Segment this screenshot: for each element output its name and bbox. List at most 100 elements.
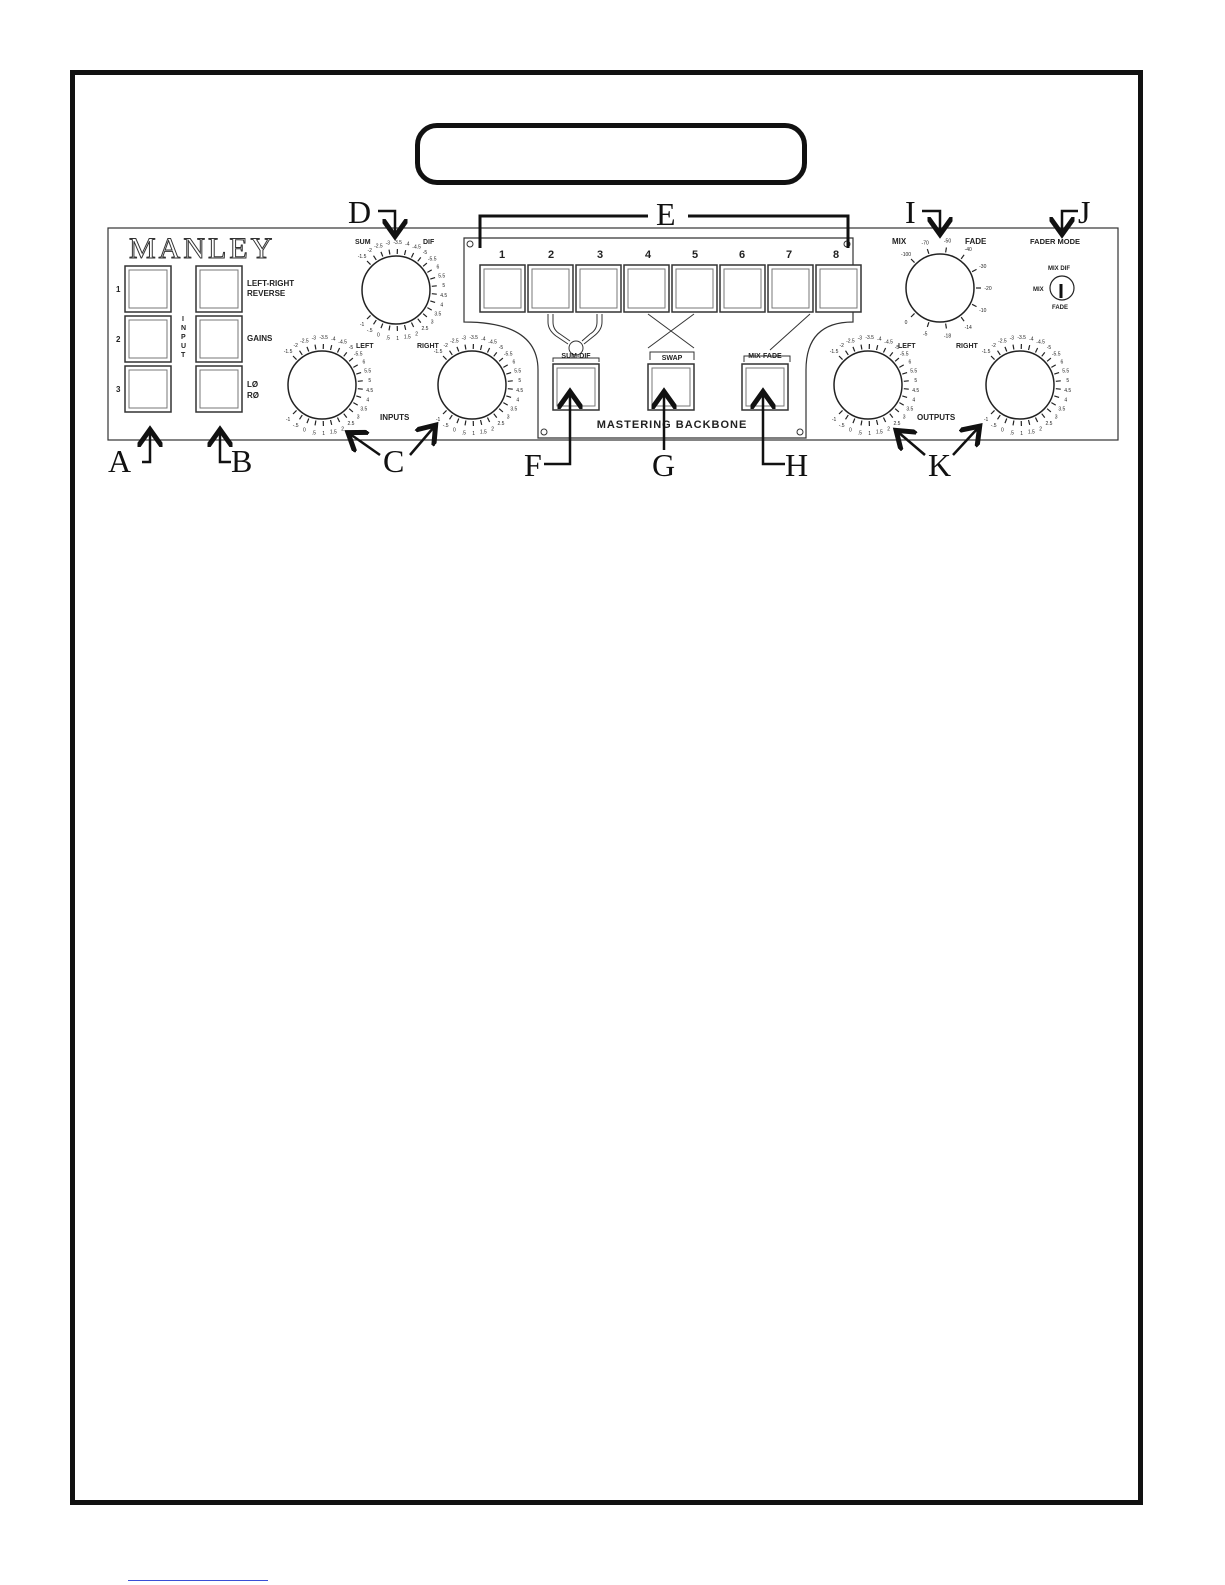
scale-label: -.5 — [443, 423, 449, 429]
input-2-left-button[interactable] — [124, 315, 172, 363]
scale-label: 6 — [362, 359, 365, 365]
scale-tick — [353, 364, 359, 368]
scale-tick — [486, 417, 491, 423]
input-3-left-button[interactable] — [124, 365, 172, 413]
insert-3-button[interactable] — [575, 264, 622, 313]
scale-tick — [373, 319, 377, 325]
brand-logo: MANLEY — [129, 232, 275, 265]
phase-label: RØ — [247, 391, 259, 400]
insert-4-button[interactable] — [623, 264, 670, 313]
input-knobs: -1.5-2-2.5-3-3.5-4-4.5-5-5.565.554.543.5… — [284, 335, 524, 437]
scale-tick — [493, 351, 498, 357]
insert-5-button[interactable] — [671, 264, 718, 313]
mix-scale: -100-70-50-40-30-20-10-14-18-50 — [901, 239, 992, 340]
gains-button[interactable] — [195, 315, 243, 363]
scale-label: 2 — [415, 331, 418, 337]
insert-8-button[interactable] — [815, 264, 862, 313]
mix-fade-button[interactable] — [741, 363, 789, 411]
insert-number: 1 — [499, 249, 505, 261]
scale-label: -4 — [481, 336, 486, 342]
scale-label: -3.5 — [1017, 335, 1026, 341]
scale-tick — [997, 414, 1001, 420]
scale-label: 1 — [396, 336, 399, 342]
scale-label: 0 — [453, 428, 456, 434]
scale-label: -3.5 — [865, 335, 874, 341]
scale-label: 5 — [442, 283, 445, 289]
scale-tick — [348, 408, 354, 413]
scale-tick — [417, 318, 422, 324]
insert-2-button[interactable] — [527, 264, 574, 313]
scale-label: -1.5 — [358, 254, 367, 260]
scale-label: 5.5 — [1062, 368, 1069, 374]
gains-label: GAINS — [247, 334, 273, 343]
scale-label: -.5 — [991, 423, 997, 429]
input-buttons-column-a — [124, 265, 172, 413]
scale-tick — [990, 355, 995, 360]
sum-dif-button[interactable] — [552, 363, 600, 411]
scale-label: 1 — [322, 431, 325, 437]
scale-label: 5 — [914, 378, 917, 384]
scale-tick — [902, 372, 908, 375]
scale-label: -3 — [312, 336, 317, 342]
scale-label: -30 — [979, 264, 986, 270]
scale-label: -100 — [901, 252, 911, 258]
scale-label: -5 — [499, 345, 504, 351]
scale-tick — [1041, 351, 1046, 357]
phase-invert-button[interactable] — [195, 365, 243, 413]
scale-tick — [1027, 419, 1031, 425]
scale-tick — [945, 323, 948, 329]
input-1-left-button[interactable] — [124, 265, 172, 313]
scale-label: -3.5 — [319, 335, 328, 341]
sum-dif-knob[interactable] — [361, 255, 431, 325]
output-left-knob[interactable] — [833, 350, 903, 420]
scale-label: -1.5 — [982, 349, 991, 355]
scale-tick — [860, 420, 863, 426]
scale-label: 4.5 — [440, 293, 447, 299]
scale-label: 4 — [912, 398, 915, 404]
input-buttons-column-b — [195, 265, 243, 413]
scale-label: -.5 — [367, 328, 373, 334]
insert-1-button[interactable] — [479, 264, 526, 313]
scale-tick — [894, 408, 900, 413]
scale-label: 1.5 — [876, 430, 883, 436]
mix-knob[interactable] — [905, 253, 975, 323]
callout-k: K — [928, 447, 951, 483]
input-left-knob[interactable] — [287, 350, 357, 420]
insert-6-button[interactable] — [719, 264, 766, 313]
svg-text:I: I — [182, 316, 184, 323]
page-border — [70, 70, 1143, 1505]
scale-label: -2.5 — [450, 338, 459, 344]
scale-label: 4 — [516, 398, 519, 404]
scale-tick — [410, 252, 415, 258]
scale-tick — [860, 344, 863, 350]
insert-7-button[interactable] — [767, 264, 814, 313]
scale-label: -10 — [979, 308, 986, 314]
output-right-knob[interactable] — [985, 350, 1055, 420]
scale-label: 4.5 — [516, 388, 523, 394]
fader-mode-title: FADER MODE — [1030, 237, 1080, 246]
scale-label: -5 — [895, 345, 900, 351]
scale-tick — [1055, 380, 1061, 382]
scale-label: 6 — [512, 359, 515, 365]
insert-buttons: 1 2 3 4 5 6 7 8 — [479, 249, 862, 313]
output-right-scale: -1.5-2-2.5-3-3.5-4-4.5-5-5.565.554.543.5… — [982, 335, 1072, 437]
scale-label: -18 — [944, 333, 951, 339]
scale-tick — [1034, 347, 1039, 353]
scale-tick — [343, 413, 348, 419]
scale-label: -4 — [1029, 336, 1034, 342]
scale-label: 2.5 — [1046, 421, 1053, 427]
callout-e: E — [656, 196, 676, 232]
scale-label: 4.5 — [366, 388, 373, 394]
input-right-knob[interactable] — [437, 350, 507, 420]
left-right-reverse-button[interactable] — [195, 265, 243, 313]
scale-tick — [353, 402, 359, 406]
svg-text:U: U — [181, 343, 186, 350]
scale-tick — [997, 350, 1001, 356]
scale-label: 3 — [1055, 415, 1058, 421]
svg-text:N: N — [181, 325, 186, 332]
swap-button[interactable] — [647, 363, 695, 411]
scale-tick — [507, 380, 513, 382]
scale-label: 1.5 — [330, 430, 337, 436]
scale-label: -3 — [1010, 336, 1015, 342]
